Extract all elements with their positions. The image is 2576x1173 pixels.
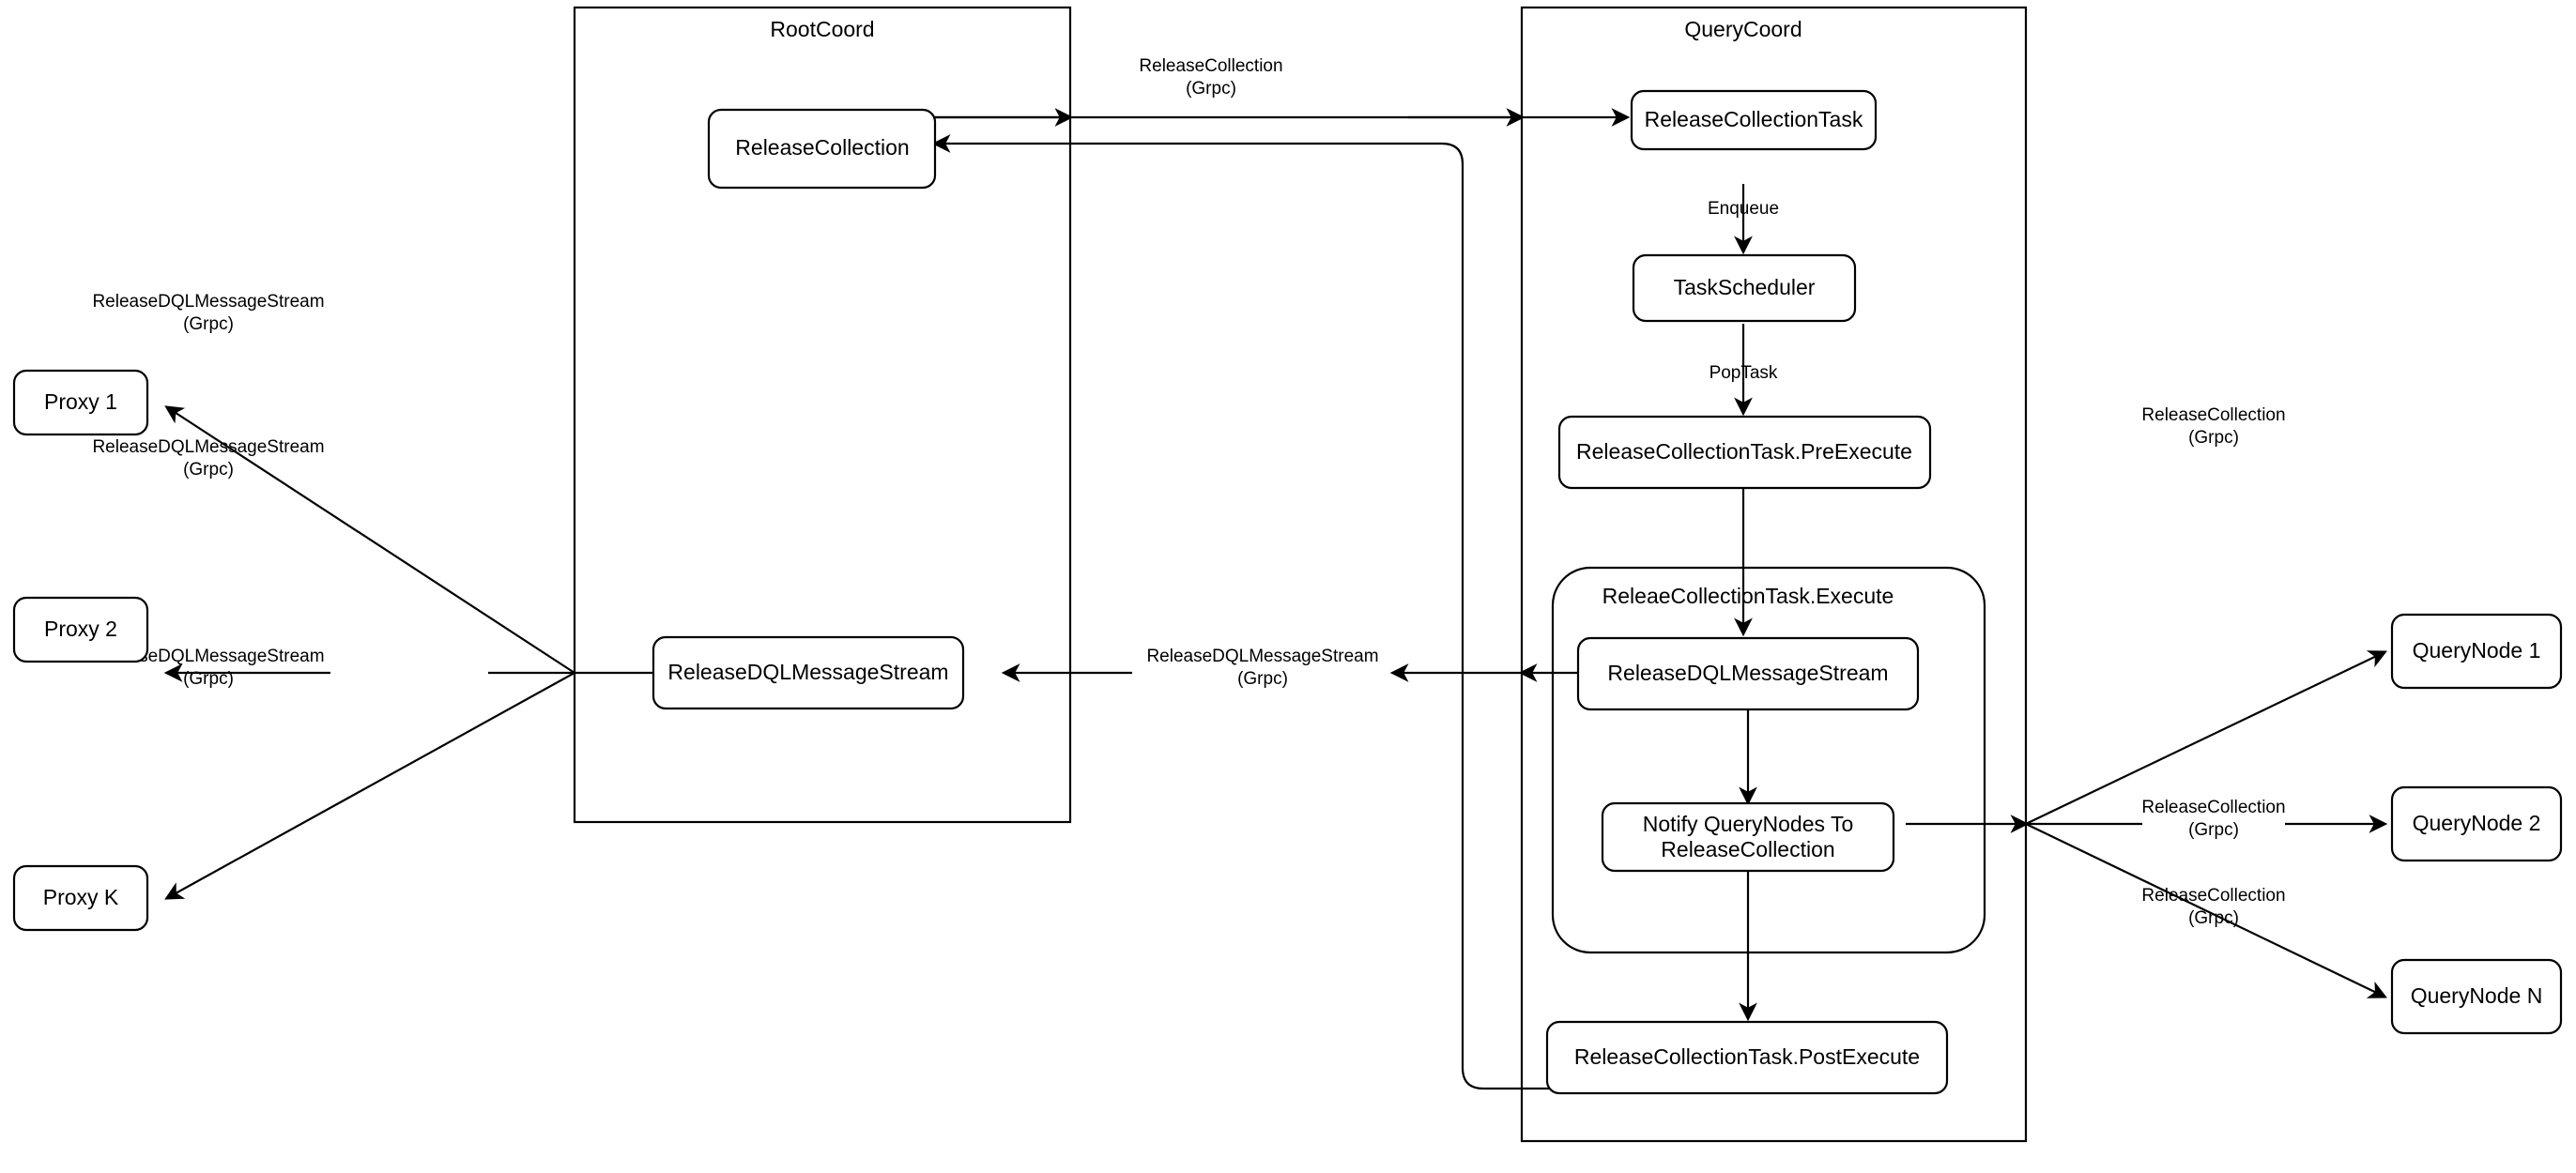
edge-label-enqueue: Enqueue: [1708, 199, 1779, 219]
node-label-notify-line1: Notify QueryNodes To: [1643, 812, 1854, 836]
node-label-querynode-1: QueryNode 1: [2413, 638, 2541, 663]
node-label-notify-line2: ReleaseCollection: [1661, 837, 1834, 861]
node-proxy-1[interactable]: Proxy 1: [12, 369, 149, 436]
edge-label-release-dql-grpc-line1: ReleaseDQLMessageStream: [1146, 647, 1378, 666]
node-label-proxy-k: Proxy K: [43, 885, 119, 909]
execute-container: [1551, 566, 1986, 954]
node-release-collection-task[interactable]: ReleaseCollectionTask: [1630, 89, 1878, 151]
node-label-rootcoord-release-dql: ReleaseDQLMessageStream: [667, 660, 948, 684]
group-execute: ReleaeCollectionTask.Execute: [1551, 566, 1986, 954]
node-release-collection-task-preexecute[interactable]: ReleaseCollectionTask.PreExecute: [1557, 415, 1932, 490]
node-label-proxy-1: Proxy 1: [44, 389, 117, 414]
rootcoord-label: RootCoord: [770, 17, 874, 41]
node-querynode-n[interactable]: QueryNode N: [2390, 958, 2563, 1035]
edge-label-querynodeN-line1: ReleaseCollection: [2141, 886, 2285, 906]
node-label-postexecute: ReleaseCollectionTask.PostExecute: [1574, 1044, 1920, 1069]
node-proxy-2[interactable]: Proxy 2: [12, 596, 149, 663]
execute-label: ReleaeCollectionTask.Execute: [1602, 584, 1894, 608]
node-task-scheduler[interactable]: TaskScheduler: [1632, 253, 1857, 323]
edge-label-querynodeN-line2: (Grpc): [2188, 908, 2239, 928]
node-label-rootcoord-release-collection: ReleaseCollection: [735, 135, 909, 160]
edge-to-proxy1: [164, 405, 575, 674]
edge-label-querynode2-line1: ReleaseCollection: [2141, 798, 2285, 817]
node-label-proxy-2: Proxy 2: [44, 617, 117, 641]
edge-label-querynode1-line1: ReleaseCollection: [2141, 405, 2285, 425]
node-label-querynode-2: QueryNode 2: [2413, 811, 2541, 835]
node-label-querycoord-release-dql: ReleaseDQLMessageStream: [1607, 661, 1888, 685]
node-querynode-2[interactable]: QueryNode 2: [2390, 785, 2563, 862]
node-label-task-scheduler: TaskScheduler: [1674, 275, 1816, 299]
edge-label-proxyk-line1: ReleaseDQLMessageStream: [92, 437, 324, 457]
node-label-preexecute: ReleaseCollectionTask.PreExecute: [1576, 439, 1912, 464]
edge-postexecute-return: [931, 134, 1592, 1090]
node-rootcoord-release-dql-message-stream[interactable]: ReleaseDQLMessageStream: [652, 635, 965, 710]
edge-to-querynode1: [2025, 650, 2387, 825]
edge-to-proxyk: [164, 672, 575, 900]
edge-label-poptask: PopTask: [1710, 363, 1778, 383]
node-release-collection-task-postexecute[interactable]: ReleaseCollectionTask.PostExecute: [1545, 1020, 1949, 1095]
edge-label-querynode2-line2: (Grpc): [2188, 820, 2239, 840]
edge-label-proxy2-line1: ReleaseDQLMessageStream: [92, 647, 324, 666]
node-notify-querynodes-to-release-collection[interactable]: Notify QueryNodes To ReleaseCollection: [1601, 801, 1895, 873]
node-querycoord-release-dql-message-stream[interactable]: ReleaseDQLMessageStream: [1576, 636, 1920, 711]
edge-label-proxy1-line1: ReleaseDQLMessageStream: [92, 292, 324, 312]
node-label-querynode-n: QueryNode N: [2411, 983, 2543, 1008]
node-proxy-k[interactable]: Proxy K: [12, 864, 149, 932]
edge-label-release-collection-grpc-line1: ReleaseCollection: [1139, 56, 1282, 76]
node-label-release-collection-task: ReleaseCollectionTask: [1645, 107, 1863, 131]
edge-to-querynodeN: [2025, 823, 2387, 998]
edge-label-querynode1-line2: (Grpc): [2188, 428, 2239, 448]
node-querynode-1[interactable]: QueryNode 1: [2390, 613, 2563, 690]
edge-label-release-collection-grpc-line2: (Grpc): [1186, 79, 1236, 99]
edge-label-proxy1-line2: (Grpc): [183, 314, 234, 334]
edge-label-proxy2-line2: (Grpc): [183, 669, 234, 689]
edge-label-release-dql-grpc-line2: (Grpc): [1237, 669, 1288, 689]
node-rootcoord-release-collection[interactable]: ReleaseCollection: [707, 108, 937, 190]
edge-label-proxyk-line2: (Grpc): [183, 460, 234, 480]
querycoord-label: QueryCoord: [1684, 17, 1802, 41]
